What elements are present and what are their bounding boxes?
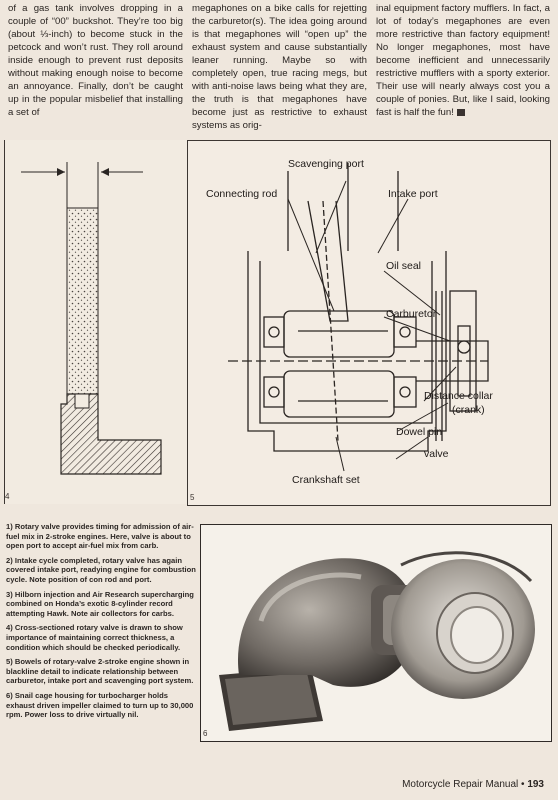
figure-5-panel: Scavenging port Connecting rod Intake po… xyxy=(187,140,551,506)
figure-6-number: 6 xyxy=(203,729,208,738)
caption-4: 4) Cross-sectioned rotary valve is drawn… xyxy=(6,623,183,652)
label-valve: valve xyxy=(424,448,449,460)
column-1-text: of a gas tank involves dropping in a cou… xyxy=(8,3,183,118)
label-connecting-rod: Connecting rod xyxy=(206,188,277,200)
footer-title: Motorcycle Repair Manual • xyxy=(402,779,525,790)
text-column-3: inal equipment factory mufflers. In fact… xyxy=(376,2,550,119)
engine-diagram: Scavenging port Connecting rod Intake po… xyxy=(206,158,493,486)
column-3-body: inal equipment factory mufflers. In fact… xyxy=(376,3,550,118)
label-oil-seal: Oil seal xyxy=(386,260,421,272)
label-crank: (crank) xyxy=(452,404,485,416)
figure-captions: 1) Rotary valve provides timing for admi… xyxy=(6,522,196,725)
figure-4-panel: 4 xyxy=(4,140,189,504)
end-mark-icon xyxy=(456,108,465,116)
turbocharger-photo xyxy=(201,525,551,741)
caption-1: 1) Rotary valve provides timing for admi… xyxy=(6,522,194,551)
figure-4-number: 4 xyxy=(5,492,10,501)
caption-6: 6) Snail cage housing for turbocharger h… xyxy=(6,690,194,720)
label-dowel-pin: Dowel pin xyxy=(396,426,442,438)
label-scavenging-port: Scavenging port xyxy=(288,158,364,170)
page-footer: Motorcycle Repair Manual • 193 xyxy=(402,779,544,790)
figure-6-panel: 6 xyxy=(200,524,552,742)
label-distance-collar: Distance collar xyxy=(424,390,493,402)
label-intake-port: Intake port xyxy=(388,188,438,200)
caption-2: 2) Intake cycle completed, rotary valve … xyxy=(6,555,196,584)
caption-3: 3) Hilborn injection and Air Research su… xyxy=(6,589,194,618)
figure-5-number: 5 xyxy=(190,493,195,502)
caption-5: 5) Bowels of rotary-valve 2-stroke engin… xyxy=(6,657,194,686)
text-column-2: megaphones on a bike calls for rejetting… xyxy=(192,2,367,132)
page-number: 193 xyxy=(527,779,544,790)
column-3-text: inal equipment factory mufflers. In fact… xyxy=(376,2,550,119)
label-crankshaft-set: Crankshaft set xyxy=(292,474,360,486)
rotary-valve-cross-section xyxy=(5,140,189,504)
column-2-text: megaphones on a bike calls for rejetting… xyxy=(192,3,367,131)
text-column-1: of a gas tank involves dropping in a cou… xyxy=(8,2,183,119)
label-carburetor: Carburetor xyxy=(386,308,437,320)
